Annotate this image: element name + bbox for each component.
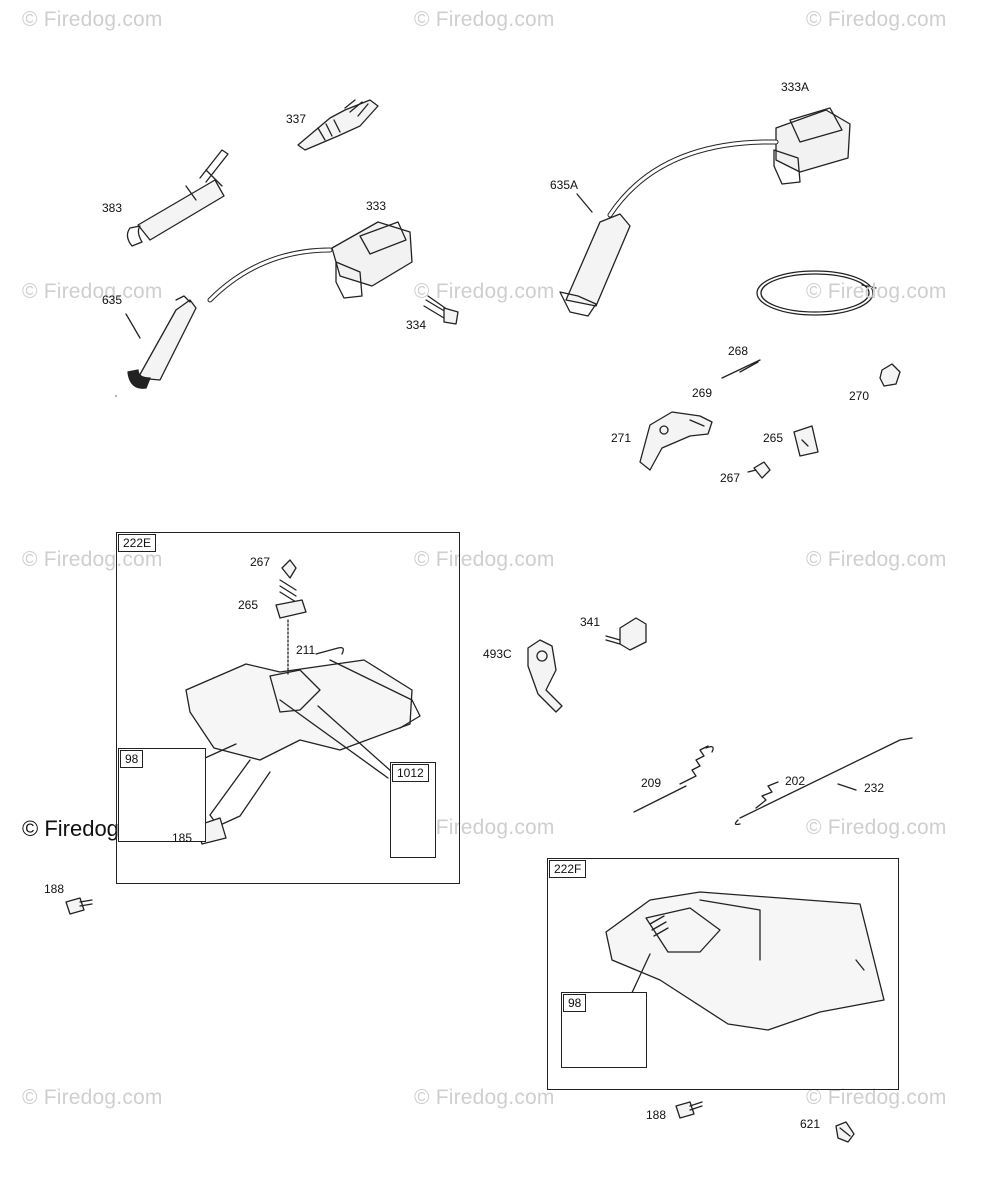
watermark: © Firedog.com [22,280,163,303]
assembly-box-222E [116,532,460,884]
inset-tag-98-222E: 98 [120,750,144,768]
part-label-493C: 493C [483,647,512,661]
spark-boot-383-drawing [126,149,229,247]
part-label-267-222E: 267 [250,555,271,569]
governor-rod-202-drawing [734,737,913,826]
screw-188-bottom-drawing [675,1101,703,1119]
watermark: © Firedog.com [806,548,947,571]
watermark: © Firedog.com [414,8,555,31]
part-label-232: 232 [864,781,885,795]
part-label-271: 271 [611,431,632,445]
part-label-337: 337 [286,112,307,126]
part-label-383: 383 [102,201,123,215]
watermark: © Firedog.com [806,280,947,303]
part-label-188-bottom: 188 [646,1108,667,1122]
inset-tag-1012: 1012 [392,764,429,782]
part-label-211-222E: 211 [296,643,316,657]
part-label-268: 268 [728,344,749,358]
part-label-333: 333 [366,199,387,213]
part-label-188-left: 188 [44,882,65,896]
part-label-265-222E: 265 [238,598,259,612]
throttle-cable-268-drawing [721,270,901,387]
watermark: © Firedog.com [806,816,947,839]
spacer-341-drawing [605,617,647,651]
bracket-493C-drawing [527,639,563,713]
watermark: © Firedog.com [806,1086,947,1109]
part-label-621: 621 [800,1117,821,1131]
part-label-334: 334 [406,318,427,332]
watermark: © Firedog.com [22,8,163,31]
spark-plug-drawing [297,99,379,151]
part-label-267: 267 [720,471,741,485]
inset-tag-98-222F: 98 [563,994,587,1012]
screw-188-left-drawing [65,897,93,915]
part-label-202: 202 [785,774,806,788]
watermark: © Firedog.com [414,816,555,839]
part-label-269: 269 [692,386,713,400]
part-label-265: 265 [763,431,784,445]
assembly-tag-222E: 222E [118,534,157,552]
part-label-635A: 635A [550,178,579,192]
clip-621-drawing [835,1121,855,1143]
control-bracket-222E-drawing [185,559,421,845]
ignition-coil-333-drawing [127,221,413,389]
watermark: © Firedog.com [414,548,555,571]
screw-334-drawing [423,295,459,325]
part-label-341: 341 [580,615,601,629]
part-label-209: 209 [641,776,662,790]
bracket-271-drawing [639,411,713,471]
spring-209-drawing [633,745,714,813]
part-label-185-222E: 185 [172,831,193,845]
watermark: © Firedog.com [806,8,947,31]
ignition-coil-333A-drawing [559,107,851,317]
watermark: © Firedog.com [22,548,163,571]
clip-265-top-drawing [747,425,819,479]
part-label-270: 270 [849,389,870,403]
watermark: © Firedog.com [22,1086,163,1109]
part-label-333A: 333A [781,80,810,94]
assembly-box-222F [547,858,899,1090]
watermark: © Firedog.com [414,1086,555,1109]
part-label-635: 635 [102,293,123,307]
assembly-tag-222F: 222F [549,860,587,878]
watermark: © Firedog.com [414,280,555,303]
